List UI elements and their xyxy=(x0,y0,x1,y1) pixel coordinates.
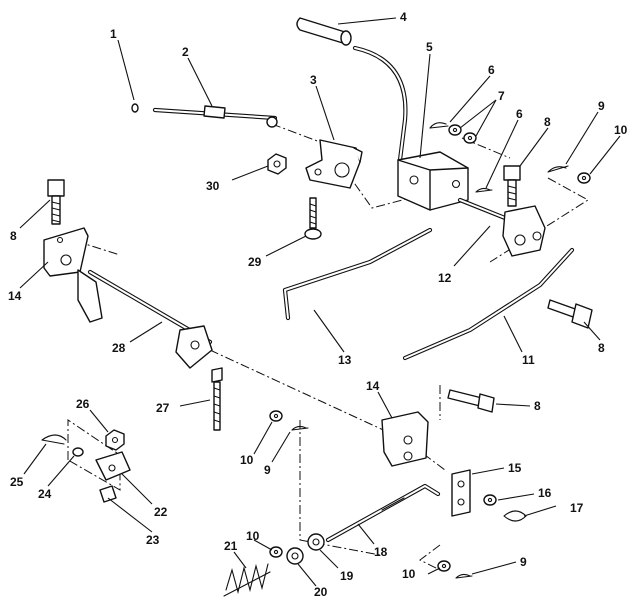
callout-14-left: 14 xyxy=(8,289,22,303)
callout-27: 27 xyxy=(156,401,170,415)
bolt-8-upper-right xyxy=(503,165,521,207)
nut-30 xyxy=(267,153,287,175)
callout-1: 1 xyxy=(110,27,117,41)
callout-17: 17 xyxy=(570,501,584,515)
callout-26: 26 xyxy=(76,397,90,411)
washer-10-a xyxy=(269,410,283,422)
callout-8-right: 8 xyxy=(598,341,605,355)
plate-15 xyxy=(451,469,471,517)
shaft-28 xyxy=(77,269,213,369)
callout-9-upper: 9 xyxy=(598,99,605,113)
callout-15: 15 xyxy=(508,461,522,475)
cotter-pins-6 xyxy=(429,122,493,193)
clip-17 xyxy=(503,510,527,522)
callout-10-upper: 10 xyxy=(614,123,628,137)
callout-23: 23 xyxy=(146,533,160,547)
washer-10-d xyxy=(437,560,451,572)
cotter-9-b xyxy=(547,165,569,173)
nut-26 xyxy=(105,429,125,451)
callout-8-lower: 8 xyxy=(534,399,541,413)
callout-22: 22 xyxy=(154,505,168,519)
cotter-25 xyxy=(41,434,67,445)
callout-8-left: 8 xyxy=(10,229,17,243)
bolt-8-lower xyxy=(447,389,495,413)
nut-20 xyxy=(286,547,304,565)
callout-3: 3 xyxy=(310,73,317,87)
callout-12: 12 xyxy=(438,271,452,285)
link-rod-13 xyxy=(282,227,433,321)
link-rod-11 xyxy=(402,247,575,361)
callout-10-lower-right: 10 xyxy=(402,567,416,581)
callout-10-lower-left: 10 xyxy=(246,529,260,543)
callout-6-upper: 6 xyxy=(488,63,495,77)
callout-4: 4 xyxy=(400,10,407,24)
leader-lines xyxy=(19,17,621,587)
callout-18: 18 xyxy=(374,545,388,559)
callout-14-lower: 14 xyxy=(366,379,380,393)
handle-grip xyxy=(296,17,352,46)
callout-30: 30 xyxy=(206,179,220,193)
callout-2: 2 xyxy=(182,45,189,59)
callout-19: 19 xyxy=(340,569,354,583)
callout-6-lower: 6 xyxy=(516,107,523,121)
nut-19 xyxy=(307,533,325,551)
callout-29: 29 xyxy=(248,255,262,269)
swivel-22 xyxy=(95,451,131,481)
callout-11: 11 xyxy=(522,353,535,367)
cable-2 xyxy=(131,103,278,128)
washer-16 xyxy=(483,494,497,506)
callout-13: 13 xyxy=(338,353,352,367)
callout-5: 5 xyxy=(426,40,433,54)
bolt-8-right xyxy=(547,299,593,329)
callout-21: 21 xyxy=(224,539,238,553)
washer-10-c xyxy=(269,546,283,558)
washer-24 xyxy=(72,447,84,457)
callout-10-middle: 10 xyxy=(240,453,254,467)
nut-23 xyxy=(99,485,117,503)
rod-18 xyxy=(325,483,441,543)
washer-10-b xyxy=(577,172,591,184)
bolt-29 xyxy=(304,197,322,240)
cotter-9-c xyxy=(455,573,473,579)
callout-16: 16 xyxy=(538,486,552,500)
callout-9-middle: 9 xyxy=(264,463,271,477)
callout-numbers: 1 2 3 4 5 6 6 7 8 8 8 8 9 9 9 10 10 10 1… xyxy=(8,10,628,599)
washers-7 xyxy=(448,124,477,144)
bracket-14-lower xyxy=(381,411,429,467)
spring-21 xyxy=(223,563,271,597)
mounting-bracket-3 xyxy=(305,139,363,189)
callout-7: 7 xyxy=(498,89,505,103)
callout-20: 20 xyxy=(314,585,328,599)
bolt-27 xyxy=(211,367,223,431)
callout-9-lower: 9 xyxy=(520,555,527,569)
bolt-8-left xyxy=(47,179,65,225)
callout-25: 25 xyxy=(10,475,24,489)
bracket-14-left xyxy=(43,227,89,277)
callout-28: 28 xyxy=(112,341,126,355)
callout-8-upper-right: 8 xyxy=(544,115,551,129)
callout-24: 24 xyxy=(38,487,52,501)
cotter-9-a xyxy=(291,425,309,431)
shift-lever xyxy=(352,45,469,211)
cross-shaft-12 xyxy=(457,197,546,257)
